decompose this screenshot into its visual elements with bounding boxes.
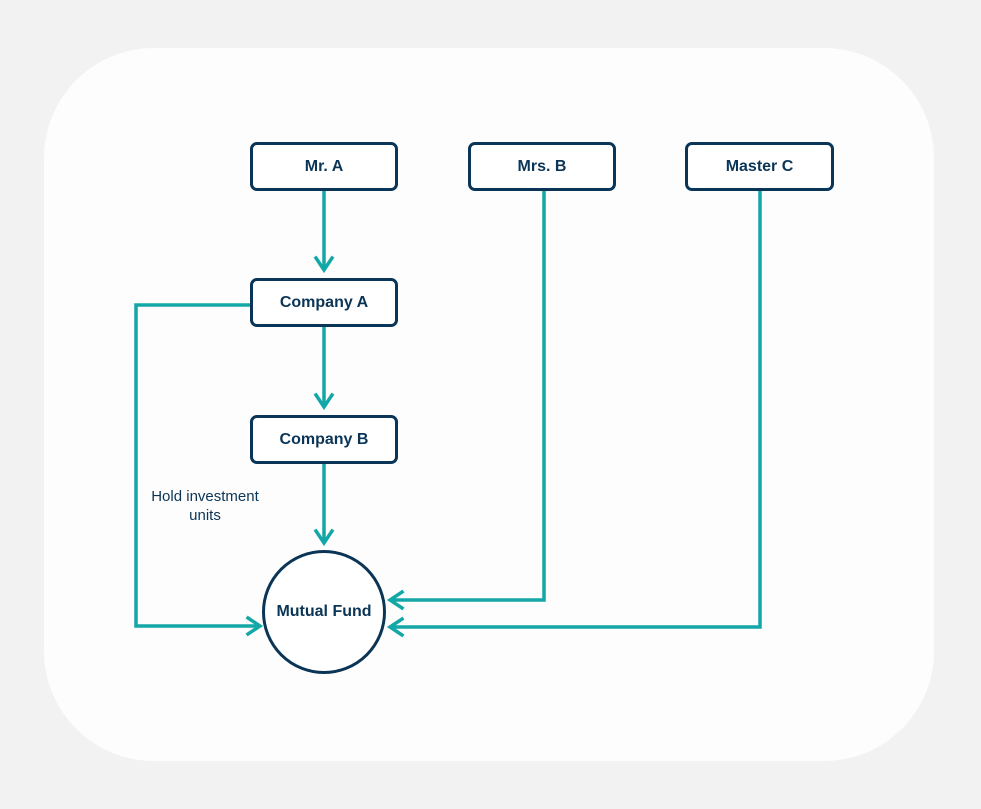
node-mr-a: Mr. A — [250, 142, 398, 191]
node-master-c: Master C — [685, 142, 834, 191]
node-company-b-label: Company B — [279, 430, 369, 448]
node-company-b: Company B — [250, 415, 398, 464]
arrow-company-a-to-mutual-fund — [134, 303, 264, 637]
arrow-company-b-to-mutual-fund — [313, 461, 335, 547]
node-master-c-label: Master C — [725, 157, 794, 175]
arrow-mrs-b-to-mutual-fund — [386, 189, 546, 611]
arrow-mr-a-to-company-a — [313, 189, 335, 274]
node-mrs-b: Mrs. B — [468, 142, 616, 191]
node-mutual-fund-label: Mutual Fund — [276, 603, 372, 620]
node-mr-a-label: Mr. A — [304, 157, 344, 175]
arrow-master-c-to-mutual-fund — [386, 189, 762, 638]
node-company-a-label: Company A — [279, 293, 369, 311]
edge-label-hold-investment-units: Hold investment units — [151, 488, 259, 524]
node-mutual-fund: Mutual Fund — [262, 550, 386, 674]
node-mrs-b-label: Mrs. B — [517, 157, 567, 175]
node-company-a: Company A — [250, 278, 398, 327]
arrow-company-a-to-company-b — [313, 325, 335, 411]
